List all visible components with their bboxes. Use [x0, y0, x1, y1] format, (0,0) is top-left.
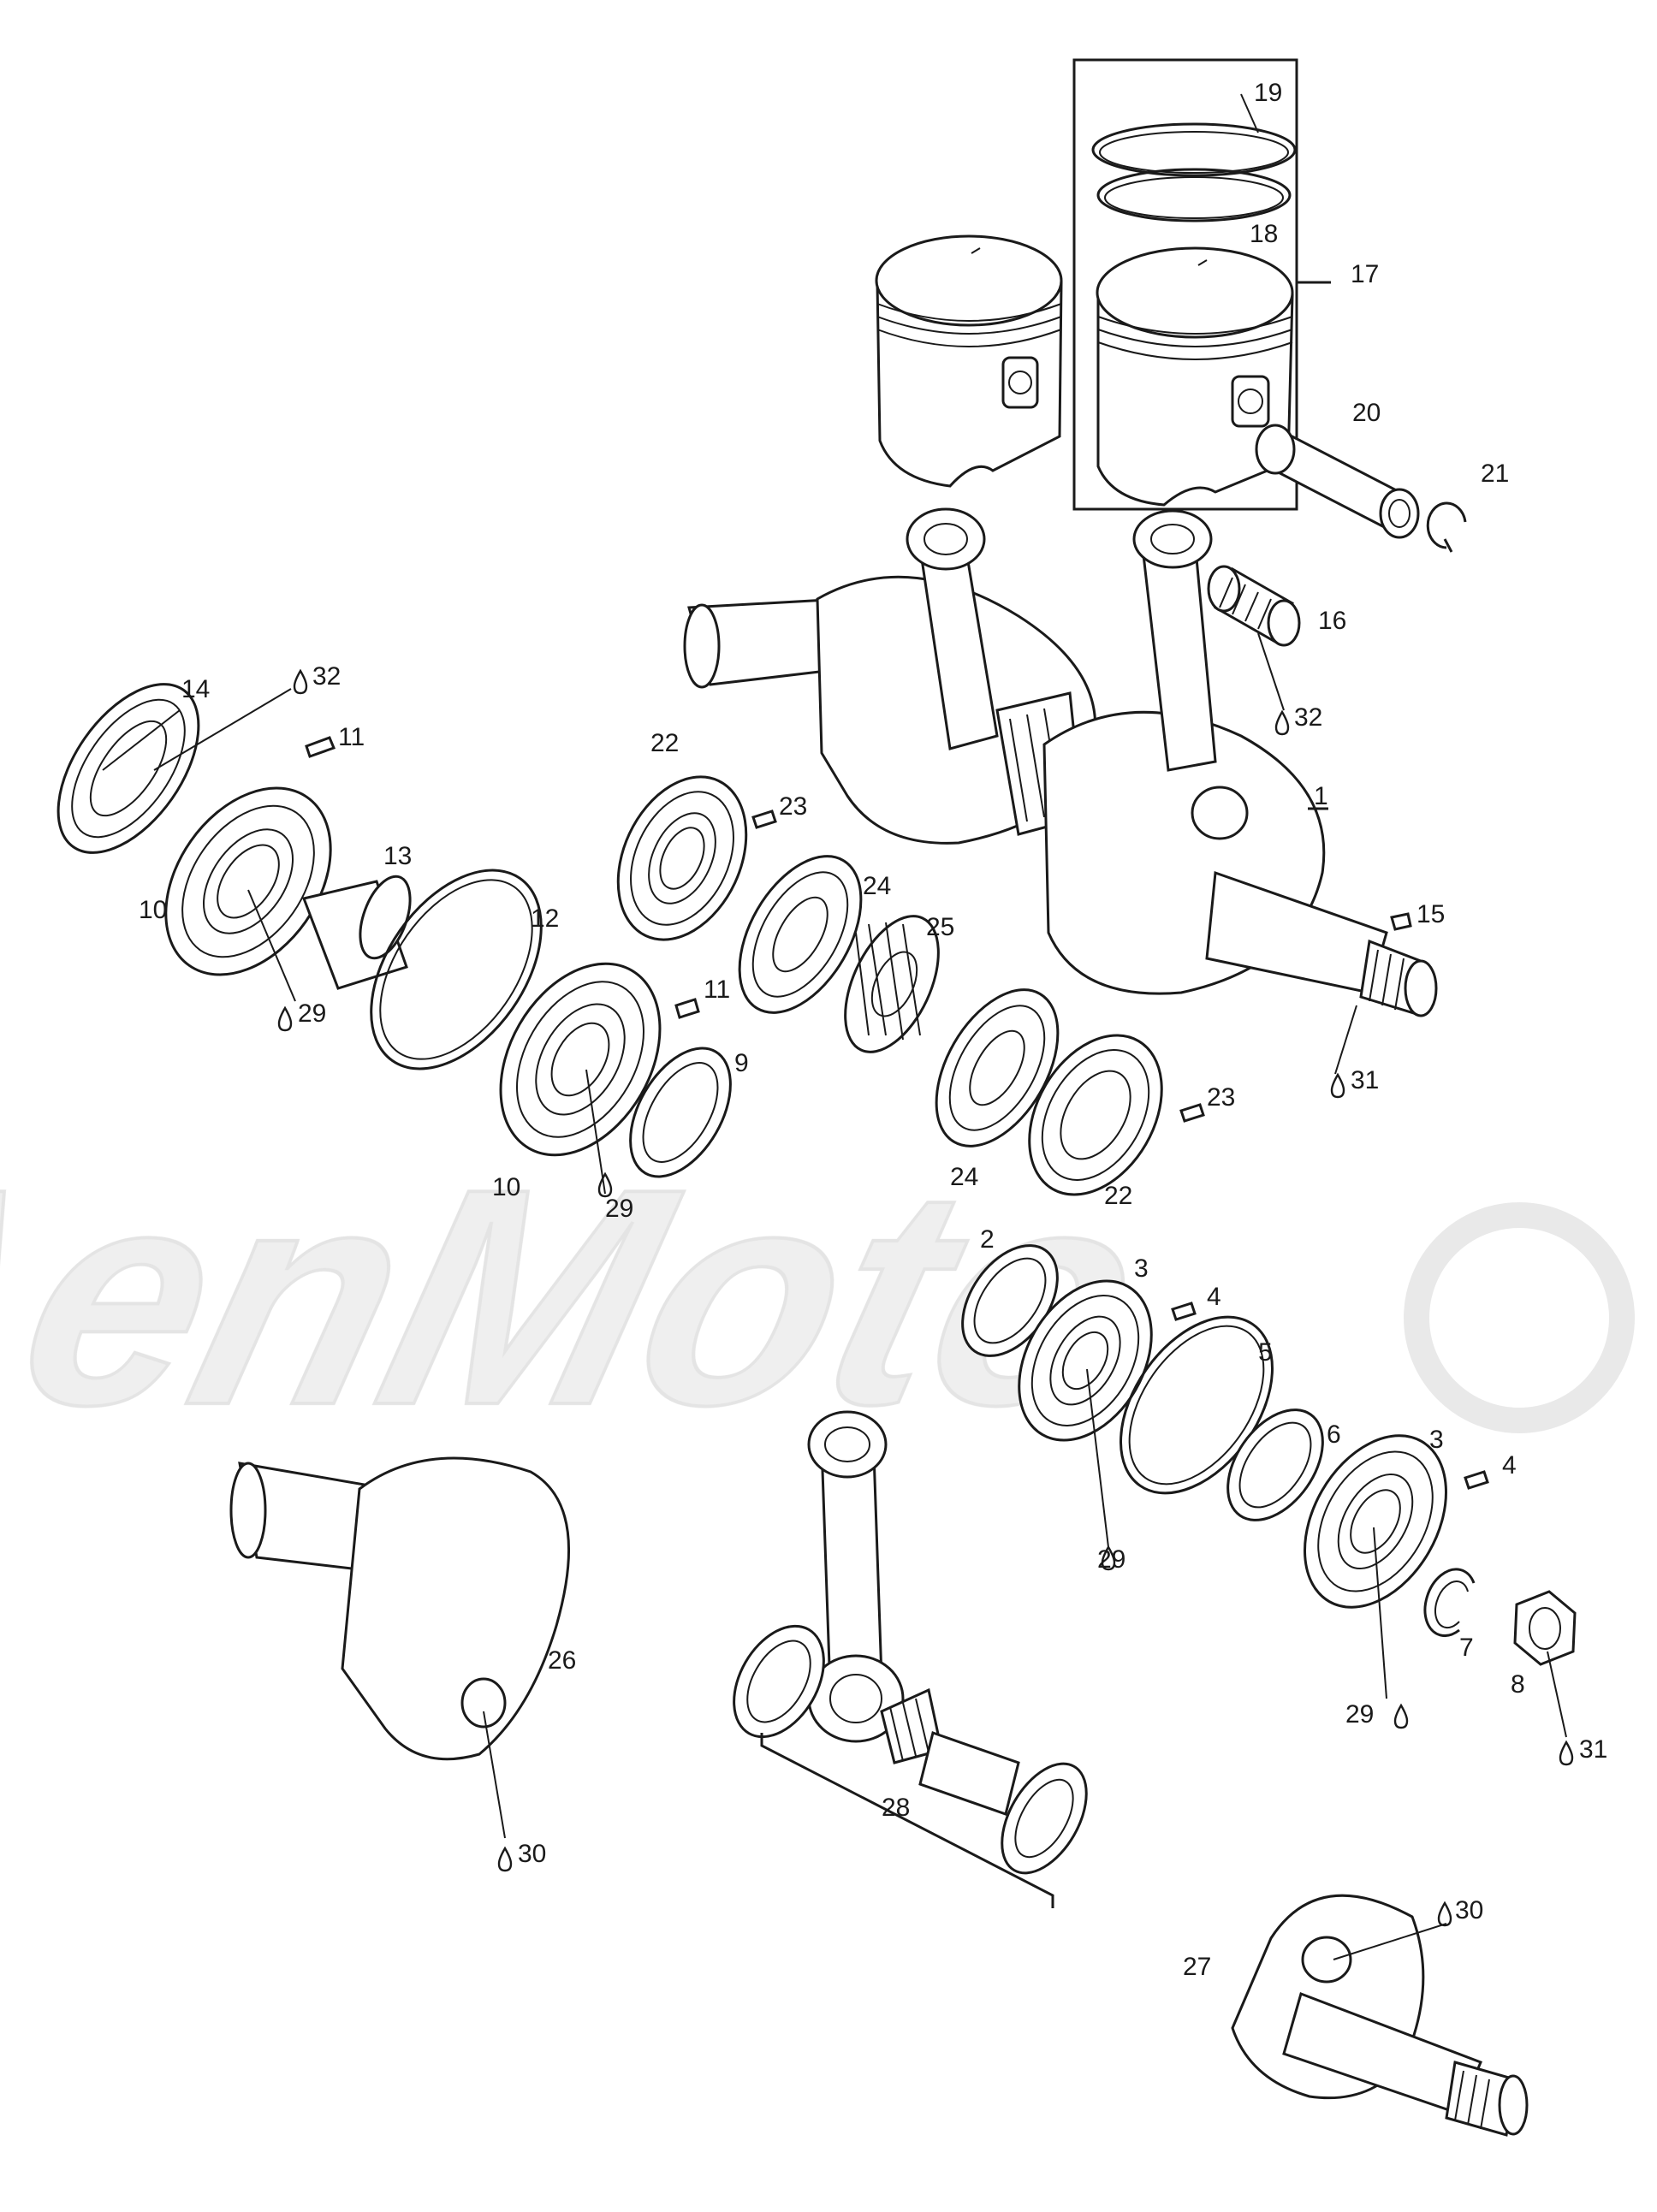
callout-c8: 8	[1511, 1670, 1525, 1699]
callout-c11a: 11	[338, 723, 365, 751]
callout-c11b: 11	[704, 976, 730, 1004]
callout-c24a: 24	[863, 872, 891, 900]
callout-c29c: 29	[1097, 1545, 1125, 1574]
callout-c2: 2	[980, 1225, 995, 1254]
crankshaft-assembly	[683, 507, 1438, 1017]
piston-pin	[1255, 424, 1420, 539]
callout-c31b: 31	[1579, 1735, 1607, 1764]
callout-c14: 14	[181, 675, 210, 703]
watermark: AenMoto	[0, 1124, 1635, 1471]
callout-c21: 21	[1481, 460, 1509, 488]
callout-c29d: 29	[1345, 1700, 1374, 1729]
crank-half-27	[1231, 1894, 1529, 2137]
callout-c10a: 10	[139, 896, 167, 924]
lock-washer-7	[1423, 1568, 1476, 1637]
callout-c16: 16	[1318, 607, 1346, 635]
dowel-4-lower	[1464, 1470, 1489, 1490]
callout-c23b: 23	[1207, 1083, 1235, 1112]
callout-c3b: 3	[1429, 1426, 1444, 1454]
crank-half-26	[229, 1456, 570, 1761]
callout-c24b: 24	[950, 1163, 978, 1191]
callout-c10b: 10	[492, 1173, 520, 1201]
callout-c12: 12	[531, 904, 559, 933]
callout-c32b: 32	[1294, 703, 1322, 732]
shim-2	[961, 1244, 1059, 1357]
con-rod-kit-28	[733, 1410, 1088, 1908]
piston-ring-19	[1091, 122, 1297, 177]
shim-9	[629, 1047, 732, 1178]
callout-c23a: 23	[779, 792, 807, 821]
circlip	[1426, 501, 1467, 553]
ball-bearing-3-lower	[1304, 1434, 1447, 1609]
piston-loose	[875, 234, 1063, 488]
callout-c27: 27	[1183, 1953, 1211, 1981]
o-ring-12	[370, 869, 543, 1070]
callout-c29a: 29	[298, 999, 326, 1028]
oil-seal-14	[56, 683, 200, 854]
dowel-4-upper	[1171, 1302, 1197, 1321]
ball-bearing-22-lower	[1028, 1034, 1163, 1196]
shim-6	[1226, 1408, 1324, 1521]
piston-in-kit	[1096, 246, 1294, 507]
callout-c5: 5	[1258, 1338, 1273, 1367]
piston-ring-18	[1096, 168, 1292, 222]
drop-markers	[277, 668, 1574, 1927]
callout-c4a: 4	[1207, 1283, 1221, 1311]
callout-c9: 9	[734, 1049, 749, 1077]
callout-c18: 18	[1250, 220, 1278, 248]
woodruff-key-15	[1390, 912, 1412, 931]
callout-c15: 15	[1416, 900, 1445, 928]
dowel-23-upper	[751, 809, 777, 829]
piston-kit-frame	[1072, 58, 1331, 511]
callout-c20: 20	[1352, 399, 1381, 427]
drive-gear-25	[844, 915, 940, 1053]
callout-c22b: 22	[1104, 1182, 1132, 1210]
ball-bearing-3-upper	[1018, 1279, 1153, 1442]
callout-c25: 25	[926, 913, 954, 941]
oil-seal-24-upper	[738, 855, 863, 1014]
callout-labels: 1233445678910101111121314151617181920212…	[139, 79, 1607, 1981]
callout-c29b: 29	[605, 1195, 633, 1223]
spacer-ring-13	[301, 875, 412, 990]
callout-c7: 7	[1459, 1634, 1474, 1662]
callout-c17: 17	[1351, 260, 1379, 288]
needle-bearing-16	[1207, 565, 1301, 647]
callout-c22a: 22	[650, 729, 679, 757]
callout-c4b: 4	[1502, 1451, 1517, 1480]
leader-lines	[102, 93, 1567, 1960]
callout-c30b: 30	[1455, 1896, 1483, 1924]
callout-c30a: 30	[518, 1840, 546, 1868]
callout-c19: 19	[1254, 79, 1282, 107]
callout-c6: 6	[1327, 1420, 1341, 1449]
callout-c3a: 3	[1134, 1254, 1149, 1283]
callout-c13: 13	[383, 842, 412, 870]
callout-c26: 26	[548, 1646, 576, 1675]
dowel-23-lower	[1179, 1103, 1205, 1123]
ball-bearing-10-right	[499, 962, 662, 1157]
callout-c1: 1	[1314, 782, 1328, 810]
callout-c31a: 31	[1351, 1066, 1379, 1094]
ball-bearing-10-left	[164, 786, 332, 976]
callout-c32a: 32	[312, 662, 341, 691]
dowel-11-right	[674, 998, 700, 1019]
callout-c28: 28	[882, 1794, 910, 1822]
dowel-11-left	[305, 736, 336, 758]
nut-8	[1513, 1590, 1577, 1666]
ball-bearing-22-upper	[616, 775, 748, 941]
